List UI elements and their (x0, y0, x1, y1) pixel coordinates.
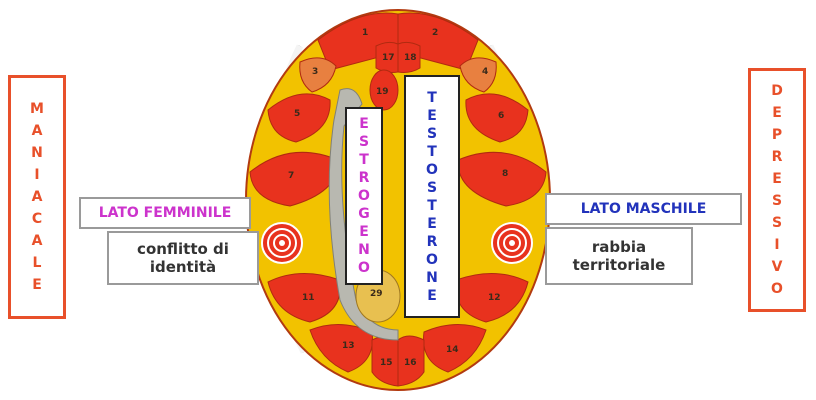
region-3 (299, 57, 337, 93)
region-number: 15 (380, 358, 393, 368)
maniacale-letter: I (34, 167, 40, 183)
region-number: 3 (312, 67, 318, 77)
depressivo-letter: S (771, 193, 783, 209)
depressivo-letter: P (771, 127, 783, 143)
region-number: 8 (502, 169, 508, 179)
conflitto-line-1: conflitto di (137, 240, 229, 258)
lato-maschile-text: LATO MASCHILE (580, 201, 707, 217)
lato-maschile-label: LATO MASCHILE (545, 193, 742, 225)
rabbia-line-2: territoriale (572, 256, 666, 274)
estrogeno-letter: R (358, 170, 370, 186)
left-target-icon (261, 222, 303, 264)
region-16 (397, 335, 425, 387)
region-14 (423, 323, 487, 373)
depressivo-letter: E (772, 171, 782, 187)
region-number: 14 (446, 345, 459, 355)
maniacale-letter: E (32, 277, 42, 293)
maniacale-letter: L (32, 255, 42, 271)
testosterone-letter: T (427, 143, 437, 160)
region-number: 7 (288, 171, 294, 181)
depressivo-letter: S (771, 215, 783, 231)
region-5 (267, 93, 331, 143)
region-6 (465, 93, 529, 143)
estrogeno-letter: E (359, 116, 369, 132)
region-4 (459, 57, 497, 93)
testosterone-letter: O (426, 161, 438, 178)
estrogeno-letter: N (358, 242, 370, 258)
testosterone-letter: E (427, 215, 437, 232)
maniacale-letter: A (31, 123, 43, 139)
depressivo-letter: I (774, 237, 780, 253)
estrogeno-letter: T (359, 152, 369, 168)
region-number: 6 (498, 111, 504, 121)
region-19 (369, 69, 399, 111)
region-number: 29 (370, 289, 383, 299)
testosterone-letter: R (426, 233, 438, 250)
region-number: 2 (432, 28, 438, 38)
maniacale-letter: N (31, 145, 43, 161)
region-number: 5 (294, 109, 300, 119)
testosterone-letter: T (427, 197, 437, 214)
lato-femminile-label: LATO FEMMINILE (79, 197, 251, 229)
maniacale-letter: A (31, 189, 43, 205)
testosterone-letter: O (426, 251, 438, 268)
lato-femminile-text: LATO FEMMINILE (98, 205, 232, 221)
region-number: 17 (382, 53, 395, 63)
estrogeno-letter: O (358, 188, 370, 204)
depressivo-letter: E (772, 105, 782, 121)
maniacale-letter: A (31, 233, 43, 249)
testosterone-letter: E (427, 287, 437, 304)
conflitto-line-2: identità (149, 258, 217, 276)
estrogeno-letter: E (359, 224, 369, 240)
testosterone-letter: S (426, 125, 438, 142)
depressivo-letter: R (771, 149, 783, 165)
region-11 (267, 272, 341, 323)
rabbia-line-1: rabbia (591, 238, 647, 256)
conflitto-identita-label: conflitto di identità (107, 231, 259, 285)
testosterone-letter: S (426, 179, 438, 196)
region-8 (457, 151, 547, 207)
right-target-icon (491, 222, 533, 264)
region-number: 4 (482, 67, 488, 77)
rabbia-territoriale-label: rabbia territoriale (545, 227, 693, 285)
region-18 (397, 41, 421, 73)
depressivo-letter: V (771, 259, 783, 275)
testosterone-letter: E (427, 107, 437, 124)
region-number: 18 (404, 53, 417, 63)
region-number: 13 (342, 341, 355, 351)
estrogeno-letter: S (358, 134, 370, 150)
maniacale-letter: M (30, 101, 44, 117)
region-number: 19 (376, 87, 389, 97)
region-number: 12 (488, 293, 501, 303)
region-number: 1 (362, 28, 368, 38)
region-13 (309, 323, 373, 373)
maniacale-letter: C (31, 211, 43, 227)
estrogeno-letter: O (358, 260, 370, 276)
testosterone-letter: N (426, 269, 438, 286)
region-number: 11 (302, 293, 315, 303)
depressivo-letter: D (771, 83, 783, 99)
estrogeno-letter: G (358, 206, 370, 222)
testosterone-letter: T (427, 89, 437, 106)
region-number: 16 (404, 358, 417, 368)
region-12 (455, 272, 529, 323)
depressivo-letter: O (771, 281, 783, 297)
